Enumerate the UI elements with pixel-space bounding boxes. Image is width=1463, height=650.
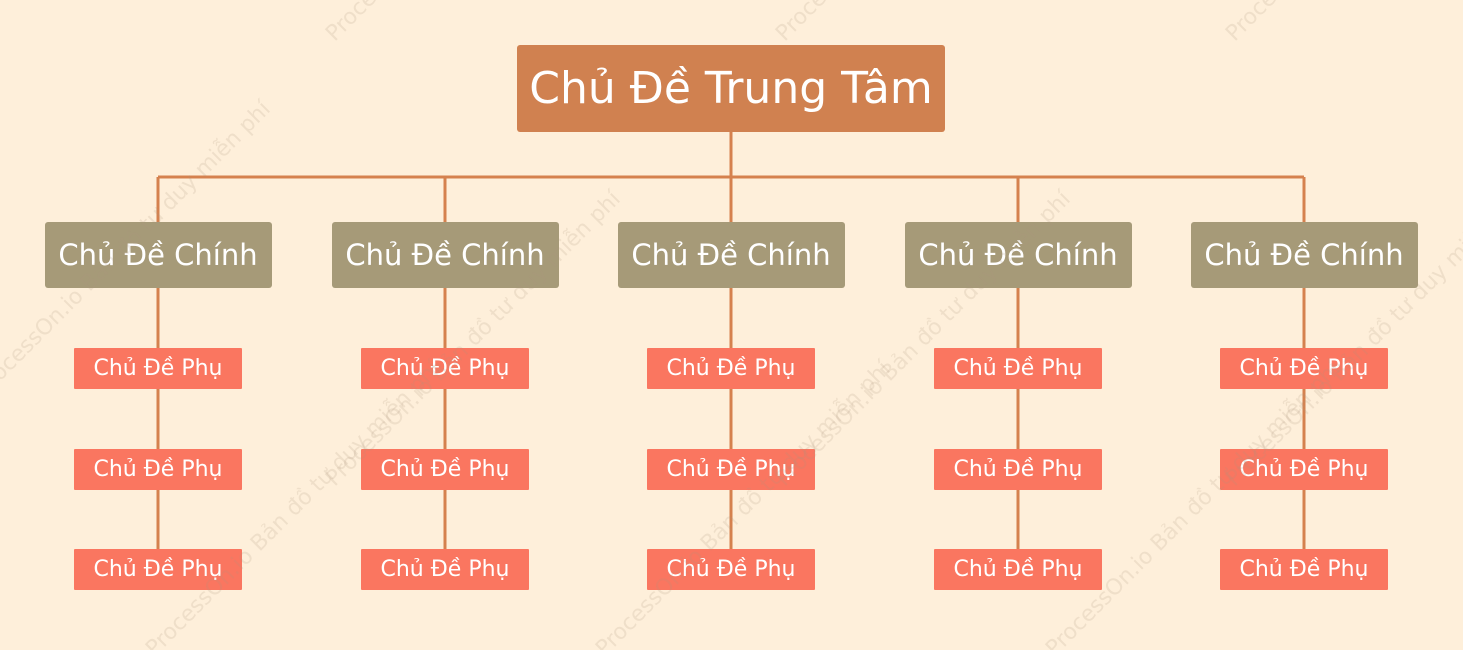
sub-topic-3-1-label: Chủ Đề Phụ xyxy=(666,356,796,381)
main-topic-1[interactable]: Chủ Đề Chính xyxy=(44,222,272,288)
sub-topic-5-2-label: Chủ Đề Phụ xyxy=(1239,457,1369,482)
sub-topic-5-1[interactable]: Chủ Đề Phụ xyxy=(1220,348,1388,389)
central-topic[interactable]: Chủ Đề Trung Tâm xyxy=(517,45,945,132)
main-topic-5-label: Chủ Đề Chính xyxy=(1204,238,1404,272)
sub-topic-3-3[interactable]: Chủ Đề Phụ xyxy=(647,549,815,590)
sub-topic-5-1-label: Chủ Đề Phụ xyxy=(1239,356,1369,381)
sub-topic-4-3[interactable]: Chủ Đề Phụ xyxy=(934,549,1102,590)
main-topic-2[interactable]: Chủ Đề Chính xyxy=(331,222,559,288)
main-topic-3[interactable]: Chủ Đề Chính xyxy=(617,222,845,288)
sub-topic-1-3-label: Chủ Đề Phụ xyxy=(93,557,223,582)
sub-topic-3-2[interactable]: Chủ Đề Phụ xyxy=(647,449,815,490)
sub-topic-3-1[interactable]: Chủ Đề Phụ xyxy=(647,348,815,389)
sub-topic-4-2[interactable]: Chủ Đề Phụ xyxy=(934,449,1102,490)
main-topic-1-label: Chủ Đề Chính xyxy=(58,238,258,272)
sub-topic-4-1[interactable]: Chủ Đề Phụ xyxy=(934,348,1102,389)
central-topic-label: Chủ Đề Trung Tâm xyxy=(529,63,933,114)
sub-topic-2-3-label: Chủ Đề Phụ xyxy=(380,557,510,582)
sub-topic-2-1[interactable]: Chủ Đề Phụ xyxy=(361,348,529,389)
main-topic-5[interactable]: Chủ Đề Chính xyxy=(1190,222,1418,288)
sub-topic-2-2-label: Chủ Đề Phụ xyxy=(380,457,510,482)
sub-topic-5-3-label: Chủ Đề Phụ xyxy=(1239,557,1369,582)
sub-topic-4-1-label: Chủ Đề Phụ xyxy=(953,356,1083,381)
sub-topic-1-1-label: Chủ Đề Phụ xyxy=(93,356,223,381)
sub-topic-1-2-label: Chủ Đề Phụ xyxy=(93,457,223,482)
sub-topic-2-1-label: Chủ Đề Phụ xyxy=(380,356,510,381)
sub-topic-2-2[interactable]: Chủ Đề Phụ xyxy=(361,449,529,490)
sub-topic-4-2-label: Chủ Đề Phụ xyxy=(953,457,1083,482)
sub-topic-1-3[interactable]: Chủ Đề Phụ xyxy=(74,549,242,590)
sub-topic-1-2[interactable]: Chủ Đề Phụ xyxy=(74,449,242,490)
sub-topic-1-1[interactable]: Chủ Đề Phụ xyxy=(74,348,242,389)
main-topic-4[interactable]: Chủ Đề Chính xyxy=(904,222,1132,288)
sub-topic-2-3[interactable]: Chủ Đề Phụ xyxy=(361,549,529,590)
sub-topic-5-2[interactable]: Chủ Đề Phụ xyxy=(1220,449,1388,490)
sub-topic-4-3-label: Chủ Đề Phụ xyxy=(953,557,1083,582)
main-topic-3-label: Chủ Đề Chính xyxy=(631,238,831,272)
sub-topic-3-2-label: Chủ Đề Phụ xyxy=(666,457,796,482)
sub-topic-5-3[interactable]: Chủ Đề Phụ xyxy=(1220,549,1388,590)
sub-topic-3-3-label: Chủ Đề Phụ xyxy=(666,557,796,582)
main-topic-2-label: Chủ Đề Chính xyxy=(345,238,545,272)
main-topic-4-label: Chủ Đề Chính xyxy=(918,238,1118,272)
